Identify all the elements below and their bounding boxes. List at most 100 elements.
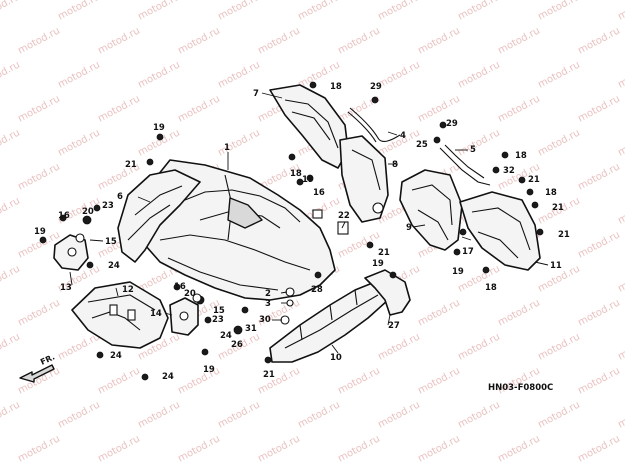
watermark-text: motod.ru xyxy=(256,433,302,464)
left-side-panel xyxy=(117,169,201,263)
watermark-text: motod.ru xyxy=(176,93,222,124)
callout-8: 8 xyxy=(392,160,398,170)
watermark-text: motod.ru xyxy=(536,59,582,90)
callout-27: 27 xyxy=(388,321,400,331)
watermark-text: motod.ru xyxy=(0,399,22,430)
callout-9: 9 xyxy=(406,223,412,233)
callout-18d: 18 xyxy=(545,188,557,198)
callout-19f: 19 xyxy=(203,365,215,375)
direction-label: FR. xyxy=(39,352,56,366)
watermark-text: motod.ru xyxy=(216,59,262,90)
callout-24c: 24 xyxy=(110,351,122,361)
cover-9 xyxy=(399,169,463,251)
callout-6: 6 xyxy=(117,192,123,202)
watermark-text: motod.ru xyxy=(16,25,62,56)
callout-19: 19 xyxy=(153,123,165,133)
watermark-text: motod.ru xyxy=(536,0,582,23)
callout-23: 23 xyxy=(102,201,114,211)
watermark-text: motod.ru xyxy=(616,127,625,158)
callout-15b: 15 xyxy=(213,306,225,316)
watermark-text: motod.ru xyxy=(0,331,22,362)
watermark-text: motod.ru xyxy=(616,399,625,430)
watermark-text: motod.ru xyxy=(0,0,22,23)
callout-11: 11 xyxy=(550,261,562,271)
watermark-text: motod.ru xyxy=(576,161,622,192)
watermark-text: motod.ru xyxy=(216,399,262,430)
leader-lines xyxy=(69,92,549,354)
callout-21e: 21 xyxy=(558,230,570,240)
callout-17: 17 xyxy=(462,247,474,257)
watermark-text: motod.ru xyxy=(56,127,102,158)
watermark-text: motod.ru xyxy=(0,59,22,90)
watermark-text: motod.ru xyxy=(616,0,625,23)
watermark-text: motod.ru xyxy=(496,93,542,124)
watermark-text: motod.ru xyxy=(576,25,622,56)
watermark-text: motod.ru xyxy=(496,433,542,464)
callout-18: 18 xyxy=(330,82,342,92)
callout-2: 2 xyxy=(265,289,271,299)
watermark-text: motod.ru xyxy=(56,399,102,430)
callout-20b: 20 xyxy=(184,289,196,299)
watermark-text: motod.ru xyxy=(376,0,422,23)
upper-right-cover xyxy=(269,84,349,169)
watermark-text: motod.ru xyxy=(136,399,182,430)
watermark-text: motod.ru xyxy=(56,59,102,90)
watermark-text: motod.ru xyxy=(296,399,342,430)
callout-24d: 24 xyxy=(162,372,174,382)
callout-labels: 1 2 3 4 5 6 7 8 9 10 11 12 13 14 15 15 1… xyxy=(34,82,570,382)
bracket-14 xyxy=(169,297,199,336)
callout-21f: 21 xyxy=(263,370,275,380)
callout-16: 16 xyxy=(58,211,70,221)
watermark-text: motod.ru xyxy=(416,25,462,56)
callout-1: 1 xyxy=(224,143,230,153)
callout-21d: 21 xyxy=(552,203,564,213)
callout-5: 5 xyxy=(470,145,476,155)
callout-14: 14 xyxy=(150,309,162,319)
callout-20: 20 xyxy=(82,207,94,217)
watermark-text: motod.ru xyxy=(216,0,262,23)
watermark-text: motod.ru xyxy=(96,25,142,56)
callout-10: 10 xyxy=(330,353,342,363)
watermark-text: motod.ru xyxy=(176,365,222,396)
watermark-text: motod.ru xyxy=(136,0,182,23)
watermark-text: motod.ru xyxy=(176,25,222,56)
callout-19b: 19 xyxy=(302,175,314,185)
watermark-text: motod.ru xyxy=(536,331,582,362)
watermark-text: motod.ru xyxy=(0,127,22,158)
watermark-text: motod.ru xyxy=(576,229,622,260)
callout-25: 25 xyxy=(416,140,428,150)
watermark-text: motod.ru xyxy=(576,365,622,396)
watermark-text: motod.ru xyxy=(16,365,62,396)
callout-16b: 16 xyxy=(313,188,325,198)
callout-16c: 16 xyxy=(174,282,186,292)
callout-24b: 24 xyxy=(220,331,232,341)
watermark-text: motod.ru xyxy=(16,297,62,328)
callout-19c: 19 xyxy=(34,227,46,237)
watermark-text: motod.ru xyxy=(336,25,382,56)
watermark-text: motod.ru xyxy=(456,0,502,23)
watermark-text: motod.ru xyxy=(256,25,302,56)
callout-24: 24 xyxy=(108,261,120,271)
callout-21b: 21 xyxy=(378,248,390,258)
callout-18b: 18 xyxy=(290,169,302,179)
watermark-text: motod.ru xyxy=(416,433,462,464)
callout-21: 21 xyxy=(125,160,137,170)
watermark-text: motod.ru xyxy=(616,195,625,226)
callout-19e: 19 xyxy=(452,267,464,277)
callout-26: 26 xyxy=(231,340,243,350)
callout-7: 7 xyxy=(253,89,259,99)
watermark-text: motod.ru xyxy=(96,365,142,396)
watermark-text: motod.ru xyxy=(536,399,582,430)
callout-4: 4 xyxy=(400,131,406,141)
watermark-text: motod.ru xyxy=(456,127,502,158)
watermark-text: motod.ru xyxy=(616,59,625,90)
watermark-text: motod.ru xyxy=(96,433,142,464)
watermark-text: motod.ru xyxy=(456,331,502,362)
watermark-text: motod.ru xyxy=(16,161,62,192)
watermark-text: motod.ru xyxy=(576,433,622,464)
diagram-code: HN03-F0800C xyxy=(488,383,553,393)
watermark-text: motod.ru xyxy=(576,93,622,124)
watermark-text: motod.ru xyxy=(376,399,422,430)
watermark-text: motod.ru xyxy=(16,93,62,124)
